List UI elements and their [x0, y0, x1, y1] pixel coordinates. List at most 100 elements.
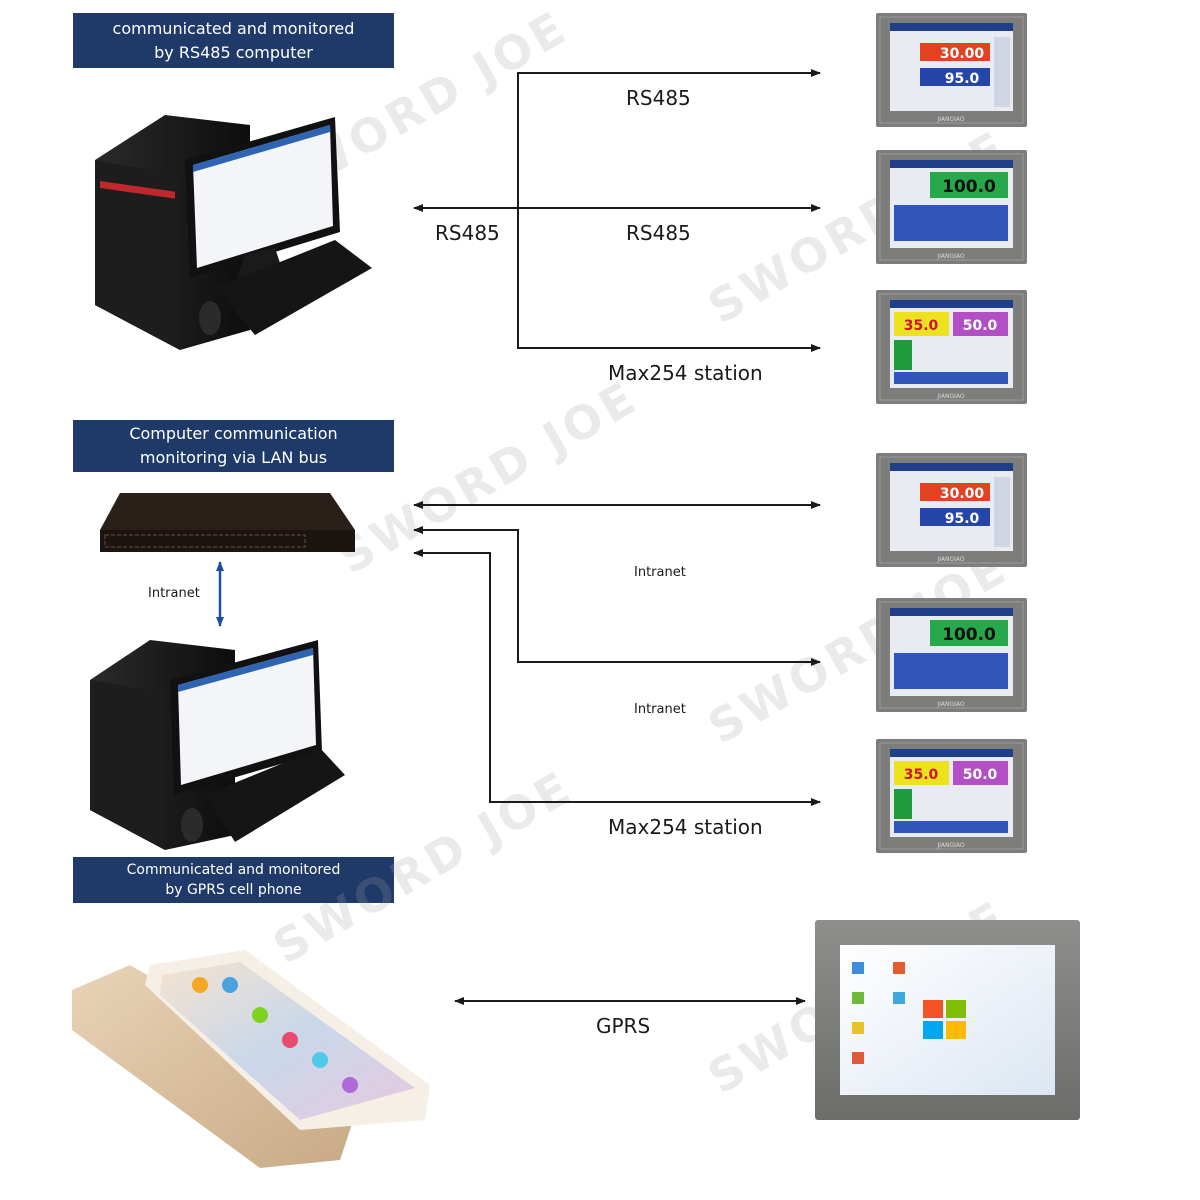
switch-top — [100, 493, 355, 530]
sv-value: 50.0 — [963, 318, 998, 334]
lan-connections — [413, 501, 821, 806]
controller-brand: JIANGIAO — [936, 393, 965, 400]
pc-tower-front — [95, 160, 180, 350]
desktop-icon — [852, 962, 864, 974]
desktop-icon — [852, 992, 864, 1004]
gprs-label: GPRS — [596, 1014, 651, 1038]
intranet-vertical-label: Intranet — [148, 586, 200, 601]
pc-keyboard — [215, 240, 372, 335]
controller-bezel-edge — [879, 456, 1024, 564]
controller-titlebar — [890, 300, 1013, 308]
rs485-computer — [95, 115, 372, 350]
pv-value: 35.0 — [904, 767, 939, 783]
max-station-label-1: Max254 station — [608, 361, 763, 385]
rs485-label-left: RS485 — [435, 221, 500, 245]
desktop-icon — [893, 992, 905, 1004]
controller-status-area — [894, 653, 1008, 689]
pv-value: 100.0 — [942, 177, 996, 197]
lan-section-banner: Computer communication monitoring via LA… — [73, 420, 394, 472]
pc-keyboard — [205, 748, 345, 842]
pc-monitor-titlebar — [193, 125, 330, 172]
app-icon — [312, 1052, 328, 1068]
rs485-section-banner: communicated and monitored by RS485 comp… — [73, 13, 394, 68]
controller-brand: JIANGIAO — [936, 116, 965, 123]
controller-bezel-edge — [879, 293, 1024, 401]
controller-brand: JIANGIAO — [936, 842, 965, 849]
windows-logo-tr — [946, 1000, 966, 1018]
controller-titlebar — [890, 23, 1013, 31]
intranet-label-2: Intranet — [634, 702, 686, 717]
windows-logo-tl — [923, 1000, 943, 1018]
switch-front — [100, 530, 355, 552]
gprs-section-banner: Communicated and monitored by GPRS cell … — [73, 857, 394, 903]
pv-display — [920, 43, 990, 61]
controller-bezel-edge — [879, 601, 1024, 709]
rs485-line-top — [517, 69, 821, 208]
intranet-label-1: Intranet — [634, 565, 686, 580]
network-switch — [100, 493, 355, 552]
banner-line: Communicated and monitored — [126, 862, 341, 878]
controller-side-buttons — [994, 477, 1010, 547]
controller-bezel-edge — [879, 16, 1024, 124]
controller-titlebar — [890, 608, 1013, 616]
banner-line: by RS485 computer — [154, 42, 313, 62]
controller-titlebar — [890, 463, 1013, 471]
max-station-label-2: Max254 station — [608, 815, 763, 839]
banner-line: monitoring via LAN bus — [139, 448, 328, 467]
controller-bezel-edge — [879, 742, 1024, 850]
controller-side-buttons — [994, 37, 1010, 107]
pv-display — [930, 172, 1008, 198]
gprs-phone — [72, 950, 430, 1168]
controller-screen — [890, 23, 1013, 111]
pv-value: 35.0 — [904, 318, 939, 334]
app-icon — [342, 1077, 358, 1093]
desktop-icon — [852, 1052, 864, 1064]
rs485-connections — [413, 69, 821, 352]
controller-brand: JIANGIAO — [936, 253, 965, 260]
app-icon — [252, 1007, 268, 1023]
controller-brand: JIANGIAO — [936, 701, 965, 708]
pc-brand-strip — [100, 181, 175, 199]
panel-screen — [840, 945, 1055, 1095]
pc-monitor-titlebar — [178, 648, 313, 692]
controller-footer — [894, 372, 1008, 384]
windows-logo-bl — [923, 1021, 943, 1039]
sv-value: 95.0 — [945, 71, 980, 87]
app-icon — [222, 977, 238, 993]
sv-value: 95.0 — [945, 511, 980, 527]
lan-computer — [90, 640, 345, 850]
pv-value: 30.00 — [940, 486, 985, 502]
controller-status-area — [894, 205, 1008, 241]
pc-mouse — [181, 808, 203, 842]
pv-value: 30.00 — [940, 46, 985, 62]
pc-mouse — [199, 301, 221, 335]
banner-line: communicated and monitored — [112, 18, 355, 38]
app-icon — [192, 977, 208, 993]
controller-footer — [894, 821, 1008, 833]
desktop-icon — [852, 1022, 864, 1034]
banner-line: by GPRS cell phone — [165, 882, 302, 898]
rs485-line-bottom — [517, 208, 821, 352]
pv-display — [920, 483, 990, 501]
rs485-label-top: RS485 — [626, 86, 691, 110]
controller-bezel-edge — [879, 153, 1024, 261]
sv-display — [920, 68, 990, 86]
windows-panel-pc — [815, 920, 1080, 1120]
pc-tower-front — [90, 680, 165, 850]
controller-brand: JIANGIAO — [936, 556, 965, 563]
lan-line-2 — [413, 526, 821, 666]
controller-titlebar — [890, 160, 1013, 168]
lan-line-3 — [413, 549, 821, 806]
pv-display — [894, 761, 949, 785]
controller-run-button — [894, 340, 912, 370]
pv-display — [930, 620, 1008, 646]
switch-ports — [104, 534, 306, 548]
